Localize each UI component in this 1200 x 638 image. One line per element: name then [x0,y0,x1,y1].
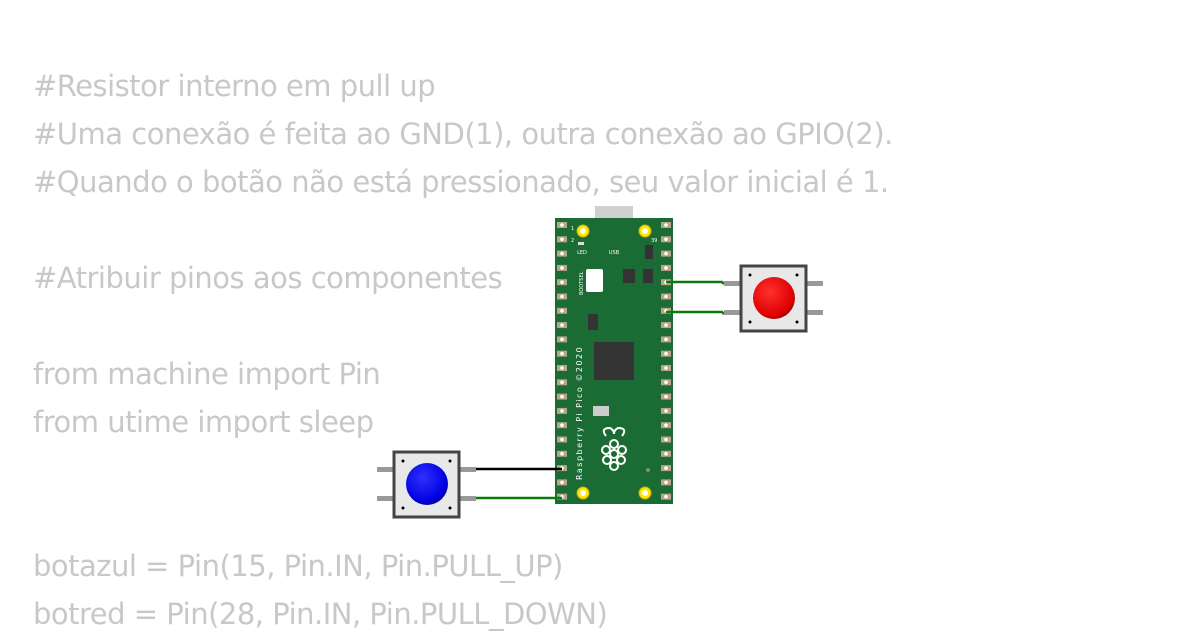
pin-hole [664,437,668,442]
code-line: botred = Pin(28, Pin.IN, Pin.PULL_DOWN) [33,597,608,631]
code-line: #Resistor interno em pull up [33,69,436,103]
red-pushbutton[interactable] [724,264,823,333]
code-line: #Atribuir pinos aos componentes [33,261,503,295]
rp2040-chip [594,342,634,380]
pin-hole [560,237,564,242]
pin-hole [560,452,564,456]
pin-hole [664,494,668,499]
circuit: LED USB 1 2 39 BOOTSEL Raspberry Pi Pico… [377,206,823,519]
pin-hole [560,409,564,413]
pin-hole [560,394,564,399]
pin-hole [664,394,668,399]
pin-hole [664,294,668,299]
pin-hole [664,409,668,413]
pin-2-label: 2 [571,238,574,244]
pin-hole [664,351,668,356]
usb-label: USB [609,250,620,256]
pin-hole [560,251,564,256]
pin-hole [560,351,564,356]
pin-hole [664,251,668,256]
pin-hole [560,266,564,270]
wire-green[interactable] [666,280,725,285]
red-button-cap[interactable] [753,277,795,319]
pin-hole [664,223,668,227]
bootsel-button[interactable] [586,269,603,292]
pin-hole [560,323,564,327]
code-line: from machine import Pin [33,357,381,391]
pin-39-label: 39 [651,238,657,244]
pin-hole [664,266,668,270]
pin-hole [664,452,668,456]
wires [460,280,725,500]
blue-button-cap[interactable] [406,463,448,505]
board-name-label: Raspberry Pi Pico ©2020 [575,346,584,480]
pin-hole [560,223,564,227]
pin-1-label: 1 [571,226,574,232]
pin-hole [560,366,564,370]
bootsel-label: BOOTSEL [579,271,585,295]
code-editor-background: #Resistor interno em pull up #Uma conexã… [33,62,893,638]
pin-hole [664,423,668,428]
pin-hole [664,337,668,342]
pin-hole [560,309,564,313]
code-line: #Quando o botão não está pressionado, se… [33,165,889,199]
pin-hole [664,466,668,470]
pin-hole [664,237,668,242]
pin-hole [664,366,668,370]
pin-hole [560,337,564,342]
code-line: from utime import sleep [33,405,374,439]
pin-hole [664,323,668,327]
blue-pushbutton[interactable] [377,450,476,519]
led-label: LED [577,250,587,256]
pin-hole [560,380,564,385]
code-line: botazul = Pin(15, Pin.IN, Pin.PULL_UP) [33,549,563,583]
code-line: #Uma conexão é feita ao GND(1), outra co… [33,117,893,151]
raspberry-pi-pico-board[interactable]: LED USB 1 2 39 BOOTSEL Raspberry Pi Pico… [555,206,673,504]
pin-hole [560,480,564,485]
pin-hole [664,380,668,385]
pin-hole [560,294,564,299]
pin-hole [664,480,668,485]
pin-hole [560,280,564,284]
wire-green[interactable] [666,310,725,315]
pin-hole [560,437,564,442]
raspberry-pi-logo [601,426,627,471]
pin-hole [560,423,564,428]
